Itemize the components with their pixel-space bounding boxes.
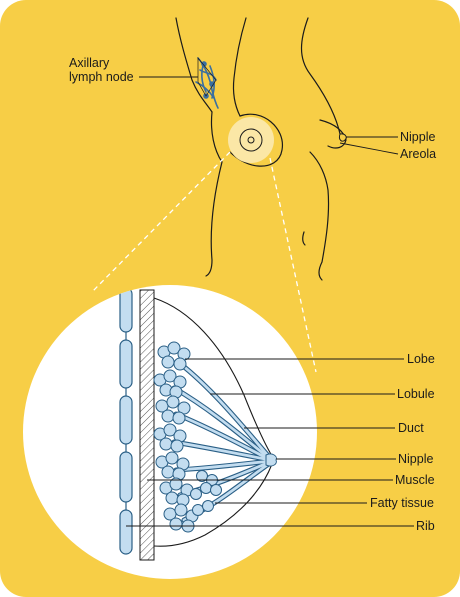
- chest-muscle: [139, 289, 155, 561]
- detail-leader-lines: [126, 358, 414, 527]
- label-nipple-detail: Nipple: [398, 452, 434, 466]
- side-nipple: [339, 133, 347, 142]
- label-fatty-tissue: Fatty tissue: [370, 496, 434, 510]
- lobules: [153, 341, 222, 533]
- label-muscle: Muscle: [395, 473, 435, 487]
- label-lobule: Lobule: [397, 387, 435, 401]
- torso-outline: [175, 17, 347, 281]
- label-duct: Duct: [398, 421, 424, 435]
- label-nipple-top: Nipple: [400, 130, 436, 144]
- nipple-ring: [247, 136, 255, 144]
- label-rib: Rib: [416, 519, 435, 533]
- detail-nipple: [265, 453, 277, 467]
- axillary-lymph-node-icon: [195, 57, 219, 109]
- axillary-lymph-node-outline: [197, 57, 217, 97]
- areola-ring: [239, 128, 263, 152]
- zoom-guide-lines: [91, 151, 317, 373]
- label-lobe: Lobe: [407, 352, 435, 366]
- top-leader-lines: [139, 76, 399, 155]
- rib-column: [119, 287, 133, 555]
- areola-highlight: [228, 117, 274, 163]
- label-axillary-line1: Axillary: [69, 56, 110, 70]
- label-axillary-line2: lymph node: [69, 70, 134, 84]
- label-areola: Areola: [400, 147, 437, 161]
